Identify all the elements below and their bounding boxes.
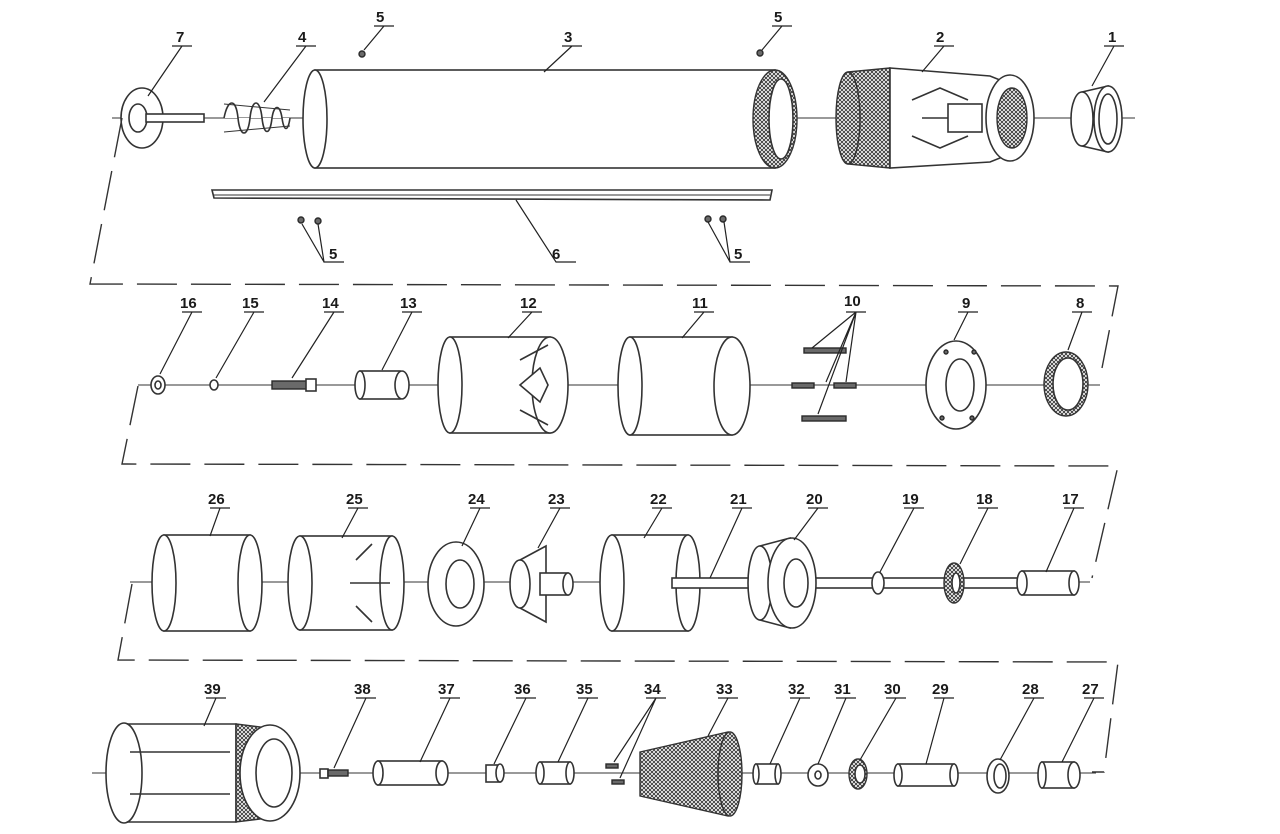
callout-5: 5 xyxy=(329,246,337,263)
row-4 xyxy=(92,697,1104,824)
callout-2: 2 xyxy=(936,29,944,46)
part-20-impeller xyxy=(747,536,817,630)
callout-4: 4 xyxy=(298,29,307,46)
callout-36: 36 xyxy=(514,681,531,698)
callout-22: 22 xyxy=(650,491,667,508)
part-17-coupling xyxy=(1016,570,1080,596)
part-10-screws xyxy=(791,347,857,422)
callout-3: 3 xyxy=(564,29,572,46)
callout-11: 11 xyxy=(692,295,708,312)
part-12-diffuser xyxy=(437,336,569,434)
part-13-sleeve xyxy=(354,370,410,400)
callout-35: 35 xyxy=(576,681,593,698)
part-6-cable-guard xyxy=(210,189,773,201)
callout-5: 5 xyxy=(376,9,384,26)
callout-5: 5 xyxy=(734,246,742,263)
callout-31: 31 xyxy=(834,681,851,698)
part-15-nut xyxy=(209,379,219,391)
callout-30: 30 xyxy=(884,681,901,698)
row-1 xyxy=(112,25,1135,263)
callout-17: 17 xyxy=(1062,491,1079,508)
part-11-casing xyxy=(617,336,751,436)
callout-9: 9 xyxy=(962,295,970,312)
callout-10: 10 xyxy=(844,293,861,310)
part-36-bushing xyxy=(485,763,505,783)
row-2 xyxy=(138,311,1100,436)
part-7-valve-disc xyxy=(120,87,205,149)
part-21-shaft xyxy=(671,577,1053,589)
callout-28: 28 xyxy=(1022,681,1039,698)
callout-14: 14 xyxy=(322,295,339,312)
callout-15: 15 xyxy=(242,295,259,312)
callout-29: 29 xyxy=(932,681,949,698)
part-3-outer-shell xyxy=(302,69,798,169)
callout-7: 7 xyxy=(176,29,184,46)
callout-32: 32 xyxy=(788,681,805,698)
part-8-seal-ring xyxy=(1043,351,1089,417)
callout-1: 1 xyxy=(1108,29,1116,46)
callout-5: 5 xyxy=(774,9,782,26)
part-9-flange xyxy=(925,340,987,430)
callout-8: 8 xyxy=(1076,295,1084,312)
connector-row1-row2 xyxy=(89,117,1119,369)
part-2-valve-housing xyxy=(835,67,1035,169)
callout-12: 12 xyxy=(520,295,537,312)
callout-18: 18 xyxy=(976,491,993,508)
part-18-bearing xyxy=(943,562,965,604)
part-37-sleeve xyxy=(372,760,449,786)
part-23-impeller xyxy=(509,544,574,624)
part-4-spring xyxy=(223,102,291,134)
part-26-casing xyxy=(151,534,263,632)
callout-23: 23 xyxy=(548,491,565,508)
part-28-ring xyxy=(986,758,1010,794)
callout-24: 24 xyxy=(468,491,485,508)
callout-27: 27 xyxy=(1082,681,1099,698)
callout-25: 25 xyxy=(346,491,363,508)
callout-6: 6 xyxy=(552,246,560,263)
callout-13: 13 xyxy=(400,295,417,312)
callout-39: 39 xyxy=(204,681,221,698)
part-32-sleeve xyxy=(752,763,782,785)
part-16-washer xyxy=(150,375,166,395)
part-29-sleeve xyxy=(893,763,959,787)
part-38-bolt xyxy=(319,768,349,779)
callout-21: 21 xyxy=(730,491,747,508)
callout-16: 16 xyxy=(180,295,197,312)
callout-19: 19 xyxy=(902,491,919,508)
part-30-seal xyxy=(848,758,868,790)
connector-row3-row4 xyxy=(117,583,1119,773)
callout-20: 20 xyxy=(806,491,823,508)
callout-38: 38 xyxy=(354,681,371,698)
part-14-bolt xyxy=(271,378,317,392)
callout-26: 26 xyxy=(208,491,225,508)
part-24-seal-plate xyxy=(427,541,485,627)
callout-labels: 7 4 5 3 5 2 1 5 6 5 16 15 14 13 12 11 10… xyxy=(176,9,1116,698)
part-25-diffuser xyxy=(287,535,405,631)
part-33-strainer xyxy=(639,731,743,817)
callout-33: 33 xyxy=(716,681,733,698)
part-35-sleeve xyxy=(535,761,575,785)
row-3 xyxy=(130,507,1090,632)
connector-row2-row3 xyxy=(121,385,1119,579)
part-27-coupling xyxy=(1037,761,1081,789)
part-1-ring xyxy=(1070,84,1123,154)
part-19-collar xyxy=(871,571,885,595)
callout-37: 37 xyxy=(438,681,455,698)
part-31-washer xyxy=(807,763,829,787)
part-34-keys xyxy=(605,763,625,785)
part-39-pump-inlet xyxy=(105,722,301,824)
callout-34: 34 xyxy=(644,681,661,698)
